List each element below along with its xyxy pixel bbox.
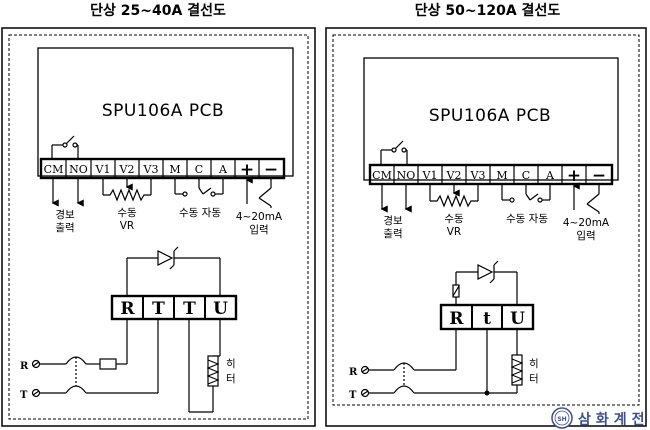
left-terminal-no: NO [69, 163, 88, 176]
title-left: 단상 25~40A 결선도 [90, 3, 226, 19]
left-pcb-box [37, 47, 294, 177]
right-manual-auto-label: 수동 자동 [506, 213, 548, 225]
left-panel: SPU106A PCB CM [1, 27, 316, 427]
right-power-terminal-t: t [483, 309, 491, 329]
left-heater-label-1: 히 [226, 358, 236, 370]
left-terminal-v3: V3 [143, 163, 159, 176]
left-terminal-minus: − [264, 160, 278, 180]
right-manual-auto-switch [501, 184, 551, 203]
left-manual-auto-switch [174, 178, 224, 197]
right-terminal-m: M [496, 169, 507, 182]
left-mA-input-wires [245, 176, 272, 208]
right-supply-label-r: R [349, 367, 358, 378]
logo-emblem-text: SH [557, 416, 566, 423]
right-scr-loop [452, 260, 518, 305]
left-supply-label-r: R [20, 361, 29, 372]
left-manual-vr-symbol [102, 178, 152, 202]
right-alarm-label-2: 출력 [383, 228, 402, 240]
left-power-terminal-block: R T T U [110, 294, 238, 321]
right-vr-label-2: VR [447, 226, 461, 238]
left-alarm-label-2: 출력 [55, 222, 74, 234]
right-power-terminal-u: U [510, 309, 525, 329]
left-vr-label-1: 수동 [117, 207, 137, 219]
left-terminal-plus: + [240, 160, 254, 180]
right-dashed-border [332, 34, 640, 406]
right-junction-dot [484, 390, 490, 396]
left-frame [1, 27, 316, 427]
right-input-label-2: 입력 [576, 229, 595, 242]
left-power-terminal-t2: T [183, 299, 196, 319]
left-alarm-relay-contact [51, 135, 79, 158]
left-terminal-strip: CM NO V1 V2 V3 M C A + − [39, 157, 286, 180]
left-alarm-output-wires [51, 178, 84, 207]
right-vr-label-1: 수동 [444, 213, 464, 225]
left-alarm-label-1: 경보 [55, 208, 75, 221]
right-manual-vr-symbol [429, 184, 479, 208]
company-logo: SH 삼화계전 [551, 407, 650, 429]
right-heater-label-2: 터 [529, 373, 539, 385]
right-pcb-box [363, 57, 619, 181]
right-heater-element [510, 354, 524, 386]
right-alarm-label-1: 경보 [383, 214, 403, 227]
right-terminal-strip: CM NO V1 V2 V3 M C A + − [368, 163, 614, 186]
right-terminal-cm: CM [372, 169, 392, 182]
left-heater-element [206, 355, 220, 387]
right-frame [325, 27, 647, 427]
right-power-terminal-block: R t U [439, 303, 535, 331]
left-terminal-v2: V2 [119, 163, 135, 176]
right-pcb-label: SPU106A PCB [429, 106, 551, 126]
left-pcb-label: SPU106A PCB [102, 101, 224, 121]
right-panel: SPU106A PCB CM NO [325, 27, 647, 427]
right-terminal-v3: V3 [470, 169, 486, 182]
right-alarm-output-wires [380, 184, 412, 213]
left-power-terminal-t1: T [152, 299, 165, 319]
left-input-label-2: 입력 [249, 223, 268, 236]
right-supply-label-t: T [349, 390, 357, 401]
left-dashed-border [8, 34, 309, 420]
title-right: 단상 50~120A 결선도 [414, 3, 561, 19]
right-terminal-plus: + [567, 166, 581, 186]
right-terminal-c: C [522, 169, 530, 182]
left-terminal-c: C [195, 163, 203, 176]
left-manual-auto-label: 수동 자동 [179, 207, 221, 219]
right-heater-label-1: 히 [529, 358, 539, 370]
left-input-label-1: 4~20mA [236, 211, 283, 223]
left-vr-label-2: VR [120, 220, 134, 232]
right-terminal-no: NO [397, 169, 416, 182]
left-scr-loop [126, 246, 221, 296]
left-terminal-v1: V1 [95, 163, 111, 176]
right-input-label-1: 4~20mA [563, 217, 610, 229]
left-power-terminal-r: R [120, 299, 135, 319]
logo-text: 삼화계전 [578, 411, 650, 428]
right-power-terminal-r: R [449, 309, 464, 329]
left-terminal-m: M [169, 163, 180, 176]
right-terminal-v2: V2 [446, 169, 462, 182]
right-alarm-relay-contact [380, 140, 408, 164]
left-heater-label-2: 터 [226, 373, 236, 385]
right-terminal-v1: V1 [422, 169, 438, 182]
right-supply-wiring [360, 329, 518, 398]
left-terminal-cm: CM [44, 163, 64, 176]
left-supply-wiring [31, 319, 221, 413]
right-terminal-minus: − [592, 166, 606, 186]
left-terminal-a: A [218, 163, 228, 176]
right-terminal-a: A [545, 169, 555, 182]
right-mA-input-wires [572, 182, 600, 214]
left-power-terminal-u: U [213, 299, 228, 319]
left-supply-label-t: T [20, 390, 28, 401]
